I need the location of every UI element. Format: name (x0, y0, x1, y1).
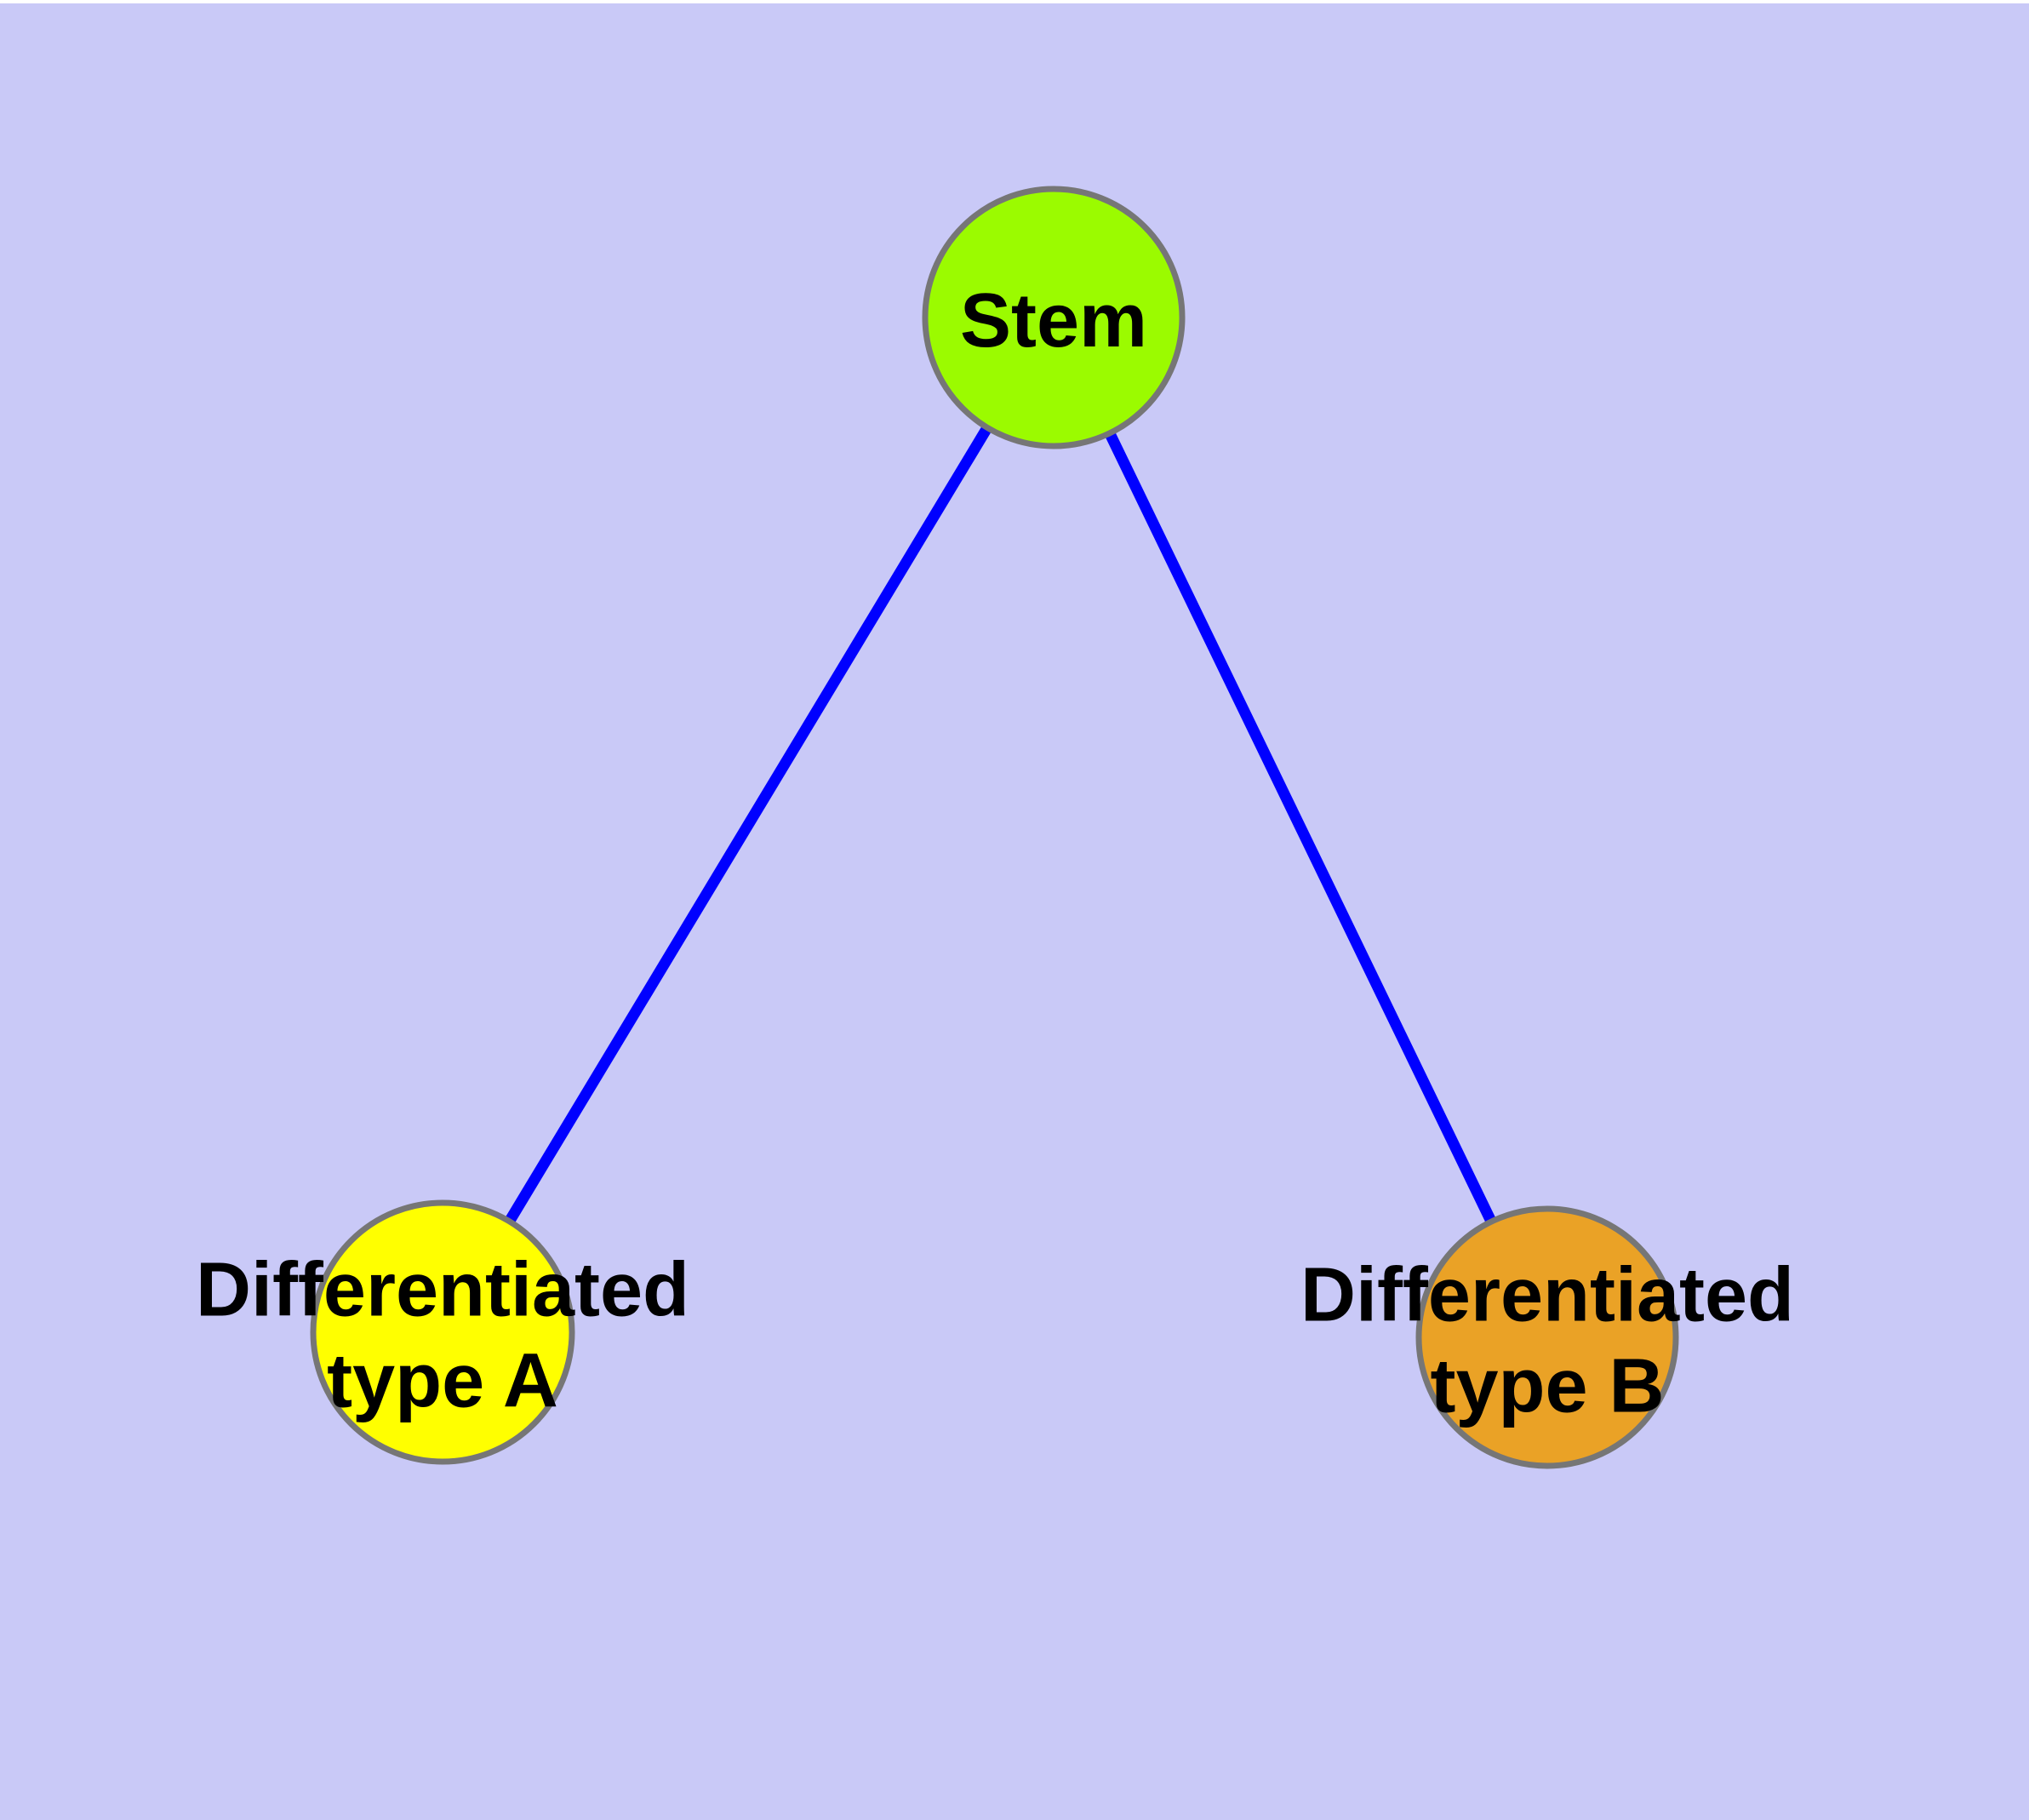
node-label-line: Stem (960, 278, 1147, 363)
node-label-line: Differentiated (196, 1248, 689, 1333)
node-label-stem: Stem (960, 278, 1147, 363)
nodes-layer (310, 186, 1679, 1469)
node-stem (922, 186, 1186, 449)
node-label-line: type A (327, 1339, 558, 1424)
edge-stem-to-type-b (1049, 315, 1552, 1340)
edges-layer (437, 314, 1552, 1340)
node-label-line: type B (1430, 1344, 1664, 1429)
node-label-line: Differentiated (1300, 1253, 1794, 1338)
edge-stem-to-type-a (437, 314, 1059, 1336)
node-type-b (1415, 1205, 1679, 1469)
node-type-a (310, 1199, 575, 1465)
